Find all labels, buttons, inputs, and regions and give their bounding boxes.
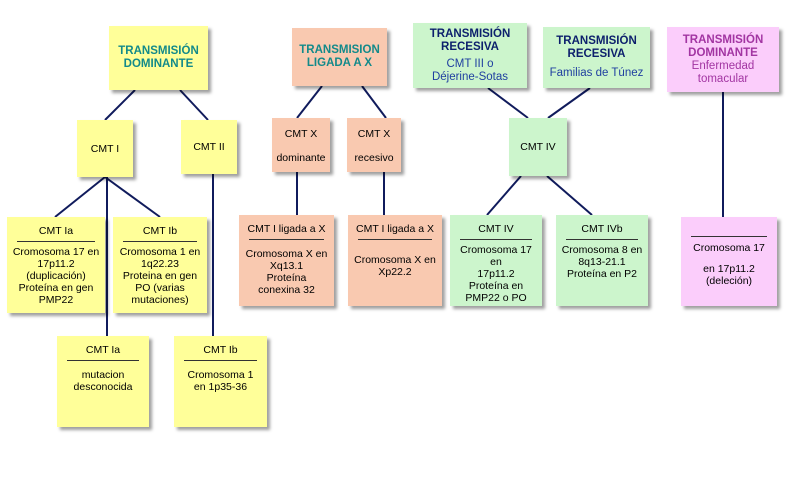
divider	[123, 241, 197, 242]
divider	[17, 241, 95, 242]
connector-line	[179, 89, 209, 121]
divider	[249, 239, 324, 240]
divider	[358, 239, 432, 240]
divider	[566, 239, 638, 240]
divider	[184, 360, 257, 361]
node-cmt-ii: CMT II	[181, 120, 237, 174]
detail-cmt-ia: CMT Ia Cromosoma 17 en 17p11.2 (duplicac…	[7, 217, 105, 313]
header-transmision-ligada-x: TRANSMISION LIGADA A X	[292, 28, 387, 86]
header-transmision-dominante: TRANSMISIÓN DOMINANTE	[109, 26, 208, 90]
divider	[67, 360, 139, 361]
node-cmt-x-dominante: CMT X dominante	[272, 118, 330, 172]
divider	[691, 236, 767, 237]
header-transmision-dominante-tomacular: TRANSMISIÓN DOMINANTE Enfermedad tomacul…	[667, 27, 779, 92]
connector-line	[486, 175, 522, 216]
header-transmision-recesiva-1: TRANSMISIÓN RECESIVA CMT III o Déjerine-…	[413, 23, 527, 88]
node-cmt-iv: CMT IV	[509, 118, 567, 176]
connector-line	[361, 85, 387, 119]
detail-tomacular: Cromosoma 17 en 17p11.2 (deleción)	[681, 217, 777, 306]
node-cmt-i: CMT I	[77, 120, 133, 177]
header-transmision-recesiva-2: TRANSMISIÓN RECESIVA Familias de Túnez	[543, 27, 650, 88]
node-cmt-x-recesivo: CMT X recesivo	[347, 118, 401, 172]
detail-cmt-ia-unknown: CMT Ia mutacion desconocida	[57, 336, 149, 427]
divider	[460, 239, 532, 240]
connector-line	[547, 87, 591, 119]
detail-cmt-i-ligada-x-recesivo: CMT I ligada a X Cromosoma X en Xp22.2	[348, 215, 442, 306]
detail-cmt-i-ligada-x-dominante: CMT I ligada a X Cromosoma X en Xq13.1 P…	[239, 215, 334, 306]
detail-cmt-ib: CMT Ib Cromosoma 1 en 1q22.23 Proteina e…	[113, 217, 207, 313]
detail-cmt-ivb: CMT IVb Cromosoma 8 en 8q13-21.1 Proteín…	[556, 215, 648, 306]
connector-line	[546, 175, 593, 216]
detail-cmt-ib-1p35: CMT Ib Cromosoma 1 en 1p35-36	[174, 336, 267, 427]
connector-line	[296, 85, 323, 119]
connector-line	[104, 89, 136, 121]
connector-line	[54, 176, 106, 218]
connector-line	[487, 87, 529, 119]
connector-line	[104, 176, 161, 218]
detail-cmt-iv: CMT IV Cromosoma 17 en 17p11.2 Proteína …	[450, 215, 542, 306]
